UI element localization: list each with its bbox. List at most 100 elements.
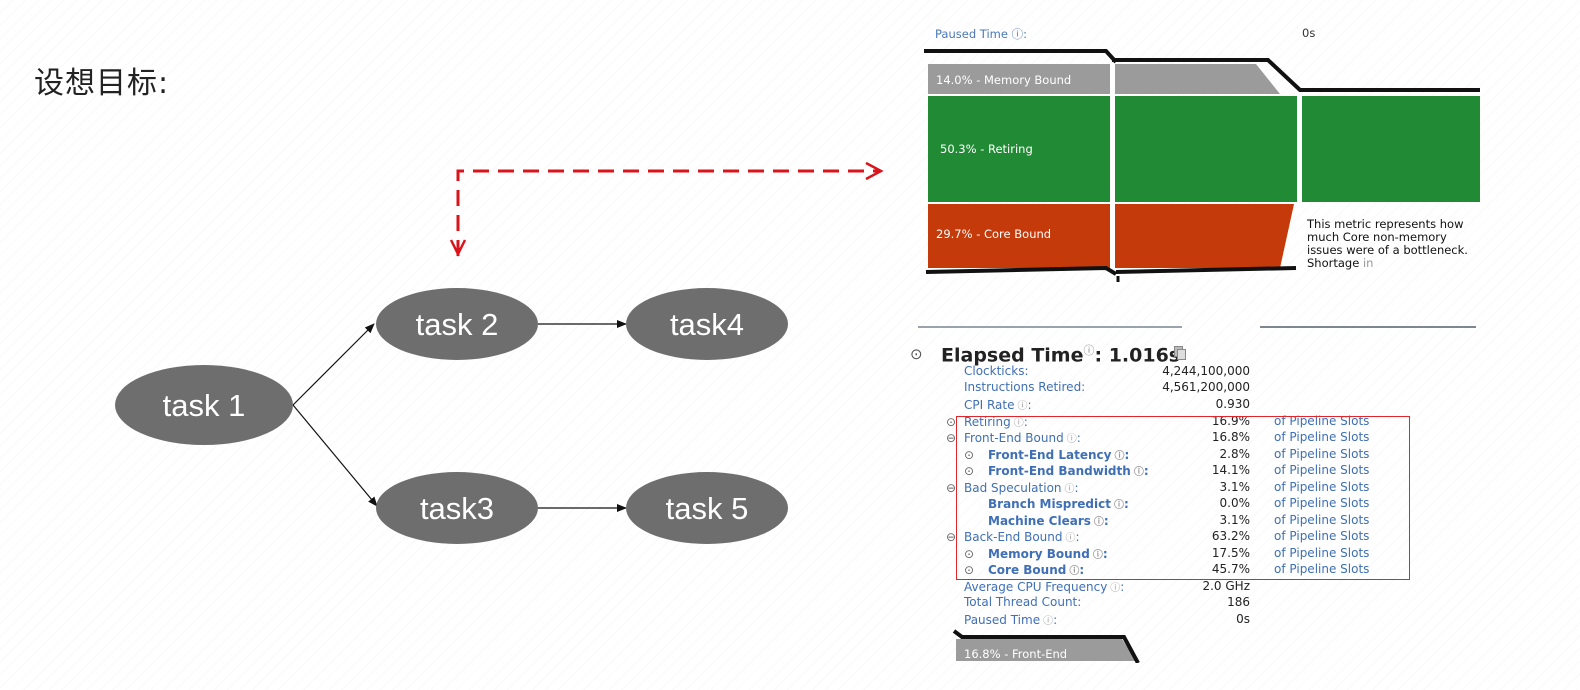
divider-left [918, 326, 1182, 328]
metric-unit: of Pipeline Slots [1274, 513, 1370, 527]
node-task2: task 2 [376, 288, 538, 360]
metric-label[interactable]: Clockticks: [964, 364, 1029, 378]
node-task4-label: task4 [670, 307, 744, 342]
divider-right [1260, 326, 1476, 328]
metric-value: 14.1% [1211, 463, 1250, 477]
metric-value: 45.7% [1211, 562, 1250, 576]
collapse-icon[interactable]: ⊖ [946, 530, 957, 544]
help-icon: ⓘ [1092, 550, 1103, 561]
expand-icon[interactable]: ⊙ [964, 448, 975, 462]
help-icon: ⓘ [1066, 434, 1077, 445]
help-icon: ⓘ [1083, 344, 1095, 357]
metric-label[interactable]: Total Thread Count: [964, 595, 1082, 609]
node-task2-label: task 2 [416, 307, 499, 342]
expand-icon[interactable]: ⊙ [964, 464, 975, 478]
node-task4: task4 [626, 288, 788, 360]
front-end-bar-label: 16.8% - Front-End [964, 647, 1068, 661]
summary-metrics-panel: ⊙ Elapsed Timeⓘ: 1.016s Clockticks: 4,24… [910, 338, 1434, 690]
metric-value: 0.930 [1215, 397, 1250, 411]
help-icon: ⓘ [1017, 401, 1028, 412]
metric-unit: of Pipeline Slots [1274, 430, 1370, 444]
metric-value: 0s [1236, 612, 1250, 626]
retiring-column-3 [1302, 96, 1480, 202]
help-icon: ⓘ [1013, 418, 1024, 429]
collapse-icon[interactable]: ⊖ [946, 481, 957, 495]
core-bound-label: 29.7% - Core Bound [936, 227, 1052, 241]
metric-value: 0.0% [1219, 496, 1251, 510]
metric-value: 63.2% [1211, 529, 1250, 543]
metric-unit: of Pipeline Slots [1274, 562, 1370, 576]
task-flow-diagram: task 1 task 2 task3 task4 task 5 [115, 161, 884, 544]
metric-value: 4,561,200,000 [1162, 380, 1250, 394]
node-task3: task3 [376, 472, 538, 544]
metric-value: 186 [1227, 595, 1250, 609]
paused-time-label[interactable]: Paused Time ⓘ: [935, 27, 1027, 41]
metric-value: 16.8% [1211, 430, 1250, 444]
metric-unit: of Pipeline Slots [1274, 529, 1370, 543]
metric-label[interactable]: Instructions Retired: [964, 380, 1086, 394]
copy-icon[interactable] [1174, 346, 1186, 360]
metric-value: 3.1% [1219, 480, 1251, 494]
expand-icon[interactable]: ⊙ [964, 563, 975, 577]
bottleneck-flow-panel: Paused Time ⓘ: 0s 14.0% - Memory Bound 5… [920, 18, 1480, 284]
metric-value: 2.0 GHz [1202, 579, 1250, 593]
core-bound-bar [928, 204, 1110, 268]
help-icon: ⓘ [1069, 566, 1080, 577]
collapse-icon[interactable]: ⊖ [946, 431, 957, 445]
metric-unit: of Pipeline Slots [1274, 463, 1370, 477]
core-bound-flow [1115, 204, 1294, 268]
metric-row-total-thread-count: Total Thread Count: 186 [914, 595, 1434, 611]
bottleneck-flow-graphic [924, 49, 1480, 282]
metric-row-clockticks: Clockticks: 4,244,100,000 [914, 364, 1434, 380]
node-task5: task 5 [626, 472, 788, 544]
help-icon: ⓘ [1043, 616, 1054, 627]
edge-task1-task3 [292, 404, 378, 507]
red-arrowhead-right [865, 161, 884, 181]
retiring-bar [928, 96, 1110, 202]
expand-toggle-icon[interactable]: ⊙ [910, 346, 923, 363]
expand-icon[interactable]: ⊙ [946, 415, 957, 429]
help-icon: ⓘ [1113, 500, 1124, 511]
help-icon: ⓘ [1114, 451, 1125, 462]
edge-task1-task2 [292, 323, 375, 406]
expand-icon[interactable]: ⊙ [964, 547, 975, 561]
node-task1-label: task 1 [163, 388, 246, 423]
node-task3-label: task3 [420, 491, 494, 526]
help-icon: ⓘ [1093, 517, 1104, 528]
metric-value: 17.5% [1211, 546, 1250, 560]
red-dashed-connector [456, 169, 880, 256]
metric-unit: of Pipeline Slots [1274, 447, 1370, 461]
metric-value: 2.8% [1219, 447, 1251, 461]
memory-bound-flow [1115, 64, 1280, 94]
front-end-flow-bar [952, 629, 1140, 663]
memory-bound-bar [928, 64, 1110, 94]
metric-value: 4,244,100,000 [1162, 364, 1250, 378]
node-task1: task 1 [115, 365, 293, 445]
metric-unit: of Pipeline Slots [1274, 414, 1370, 428]
metric-row-instructions-retired: Instructions Retired: 4,561,200,000 [914, 380, 1434, 396]
